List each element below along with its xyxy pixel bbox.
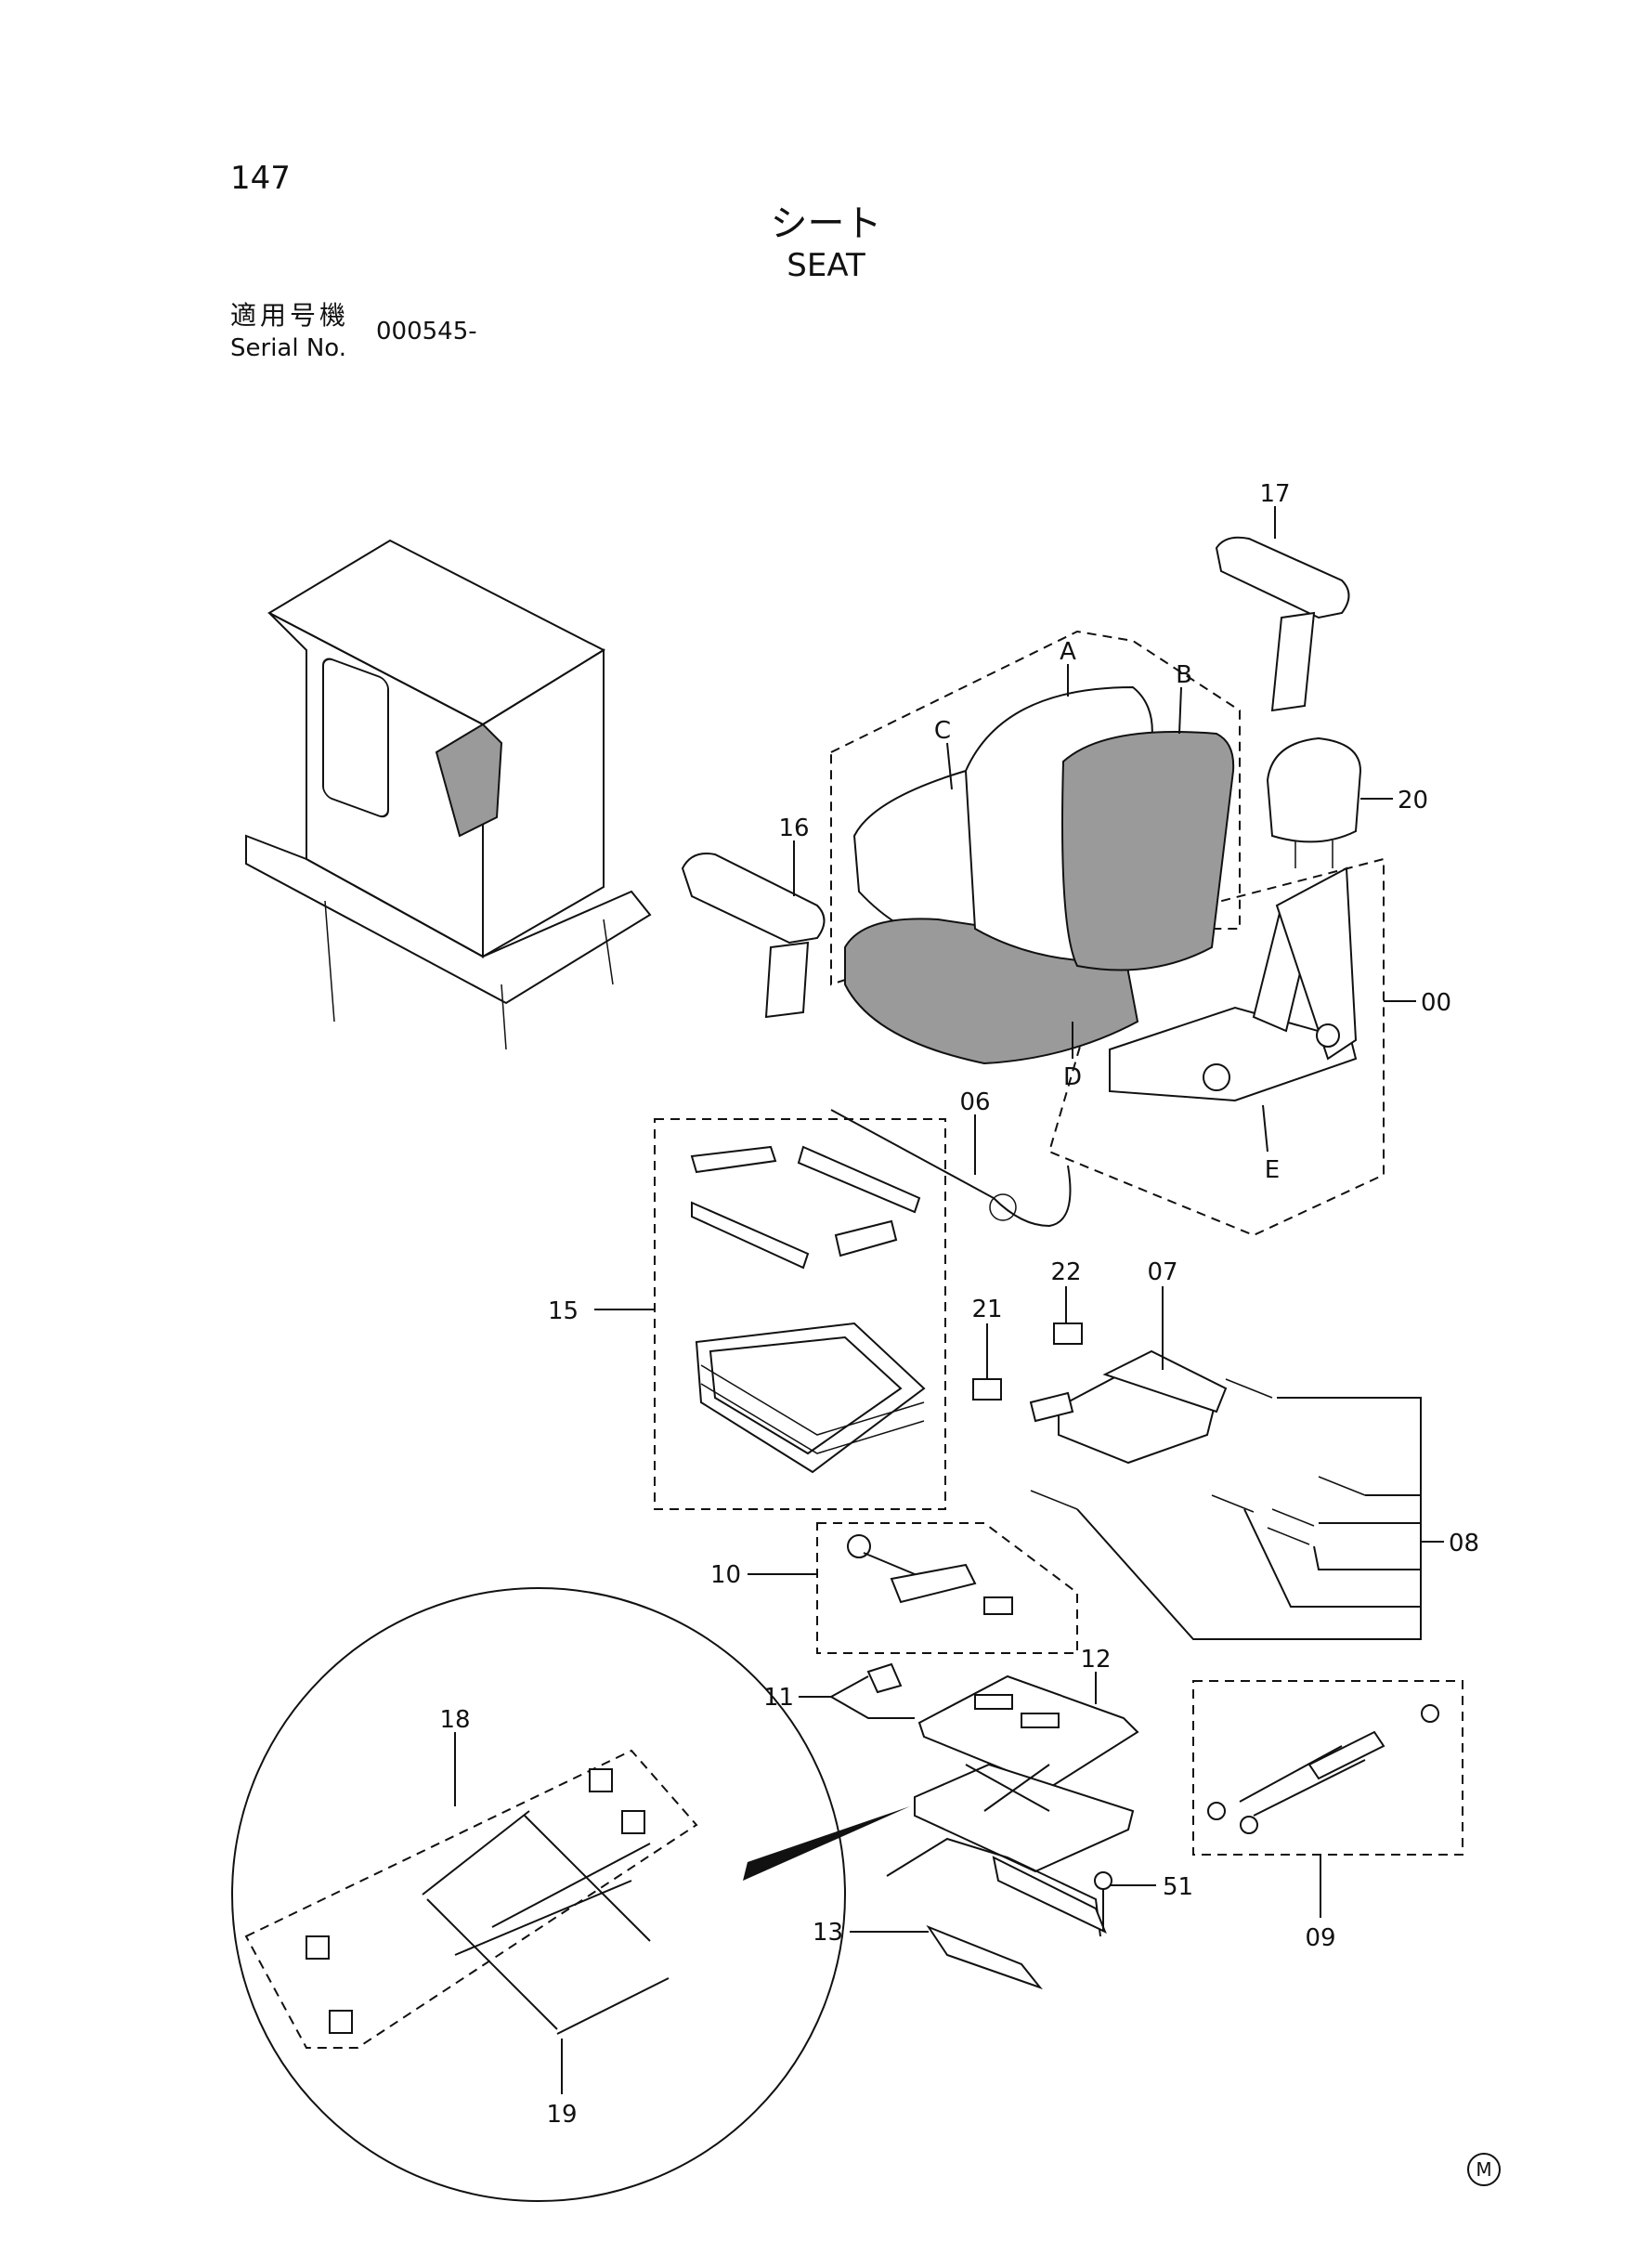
adjuster-parts <box>847 1534 1013 1615</box>
part-11 <box>866 1662 903 1694</box>
callout-51: 51 <box>1163 1873 1193 1901</box>
serial-label-japanese: 適用号機 <box>230 300 350 331</box>
slide-rail-group-15 <box>654 1118 946 1510</box>
callout-07: 07 <box>1147 1258 1177 1286</box>
callout-20: 20 <box>1398 787 1428 814</box>
bracket-07 <box>1029 1349 1228 1465</box>
cab-illustration <box>245 539 652 1050</box>
seat-frame-boundary <box>1047 857 1385 1237</box>
callout-00: 00 <box>1421 989 1451 1017</box>
title-japanese: シート <box>770 202 882 245</box>
handle-13 <box>886 1837 1107 1990</box>
callout-17: 17 <box>1259 480 1290 508</box>
damper <box>1207 1704 1439 1834</box>
headrest-20 <box>1266 736 1362 868</box>
part-21 <box>972 1378 1002 1401</box>
bolt-51 <box>1094 1871 1112 1932</box>
slide-rails <box>690 1145 921 1270</box>
callout-a: A <box>1060 638 1076 666</box>
callout-22: 22 <box>1050 1258 1081 1286</box>
callout-16: 16 <box>778 814 809 842</box>
cable-06 <box>830 1109 1072 1228</box>
callout-18: 18 <box>439 1706 470 1734</box>
callout-08: 08 <box>1449 1530 1479 1557</box>
callout-10: 10 <box>710 1561 741 1589</box>
callout-19: 19 <box>546 2101 577 2129</box>
springs-08 <box>1030 1378 1444 1640</box>
leader-lines <box>454 506 1416 2094</box>
bellows <box>695 1322 926 1474</box>
callout-21: 21 <box>971 1296 1002 1323</box>
footer-mark: M <box>1467 2153 1501 2186</box>
callout-06: 06 <box>959 1088 990 1116</box>
seat-back-panel-b <box>1061 731 1235 971</box>
callout-e: E <box>1265 1156 1280 1184</box>
callout-12: 12 <box>1080 1646 1111 1674</box>
detail-group-18 <box>244 1749 698 2049</box>
detail-pointer <box>743 1806 910 1881</box>
callout-d: D <box>1063 1063 1082 1091</box>
callout-15: 15 <box>548 1297 579 1325</box>
callout-13: 13 <box>813 1919 843 1947</box>
scissor-links-19 <box>306 1768 670 2035</box>
lift-assembly-12 <box>914 1674 1139 1873</box>
serial-label-english: Serial No. <box>230 334 346 362</box>
seat-assembly-boundary <box>830 630 1241 986</box>
part-22 <box>1053 1322 1083 1345</box>
callout-11: 11 <box>763 1684 794 1712</box>
title-english: SEAT <box>787 247 865 284</box>
armrest-17 <box>1215 536 1350 712</box>
armrest-16 <box>681 853 826 1019</box>
page-number: 147 <box>230 160 291 197</box>
callout-09: 09 <box>1305 1924 1335 1952</box>
callout-b: B <box>1176 661 1192 689</box>
detail-circle <box>231 1587 846 2202</box>
callout-c: C <box>934 717 951 745</box>
serial-number-value: 000545- <box>376 318 477 345</box>
seat-frame-e <box>1109 866 1358 1102</box>
damper-group-09 <box>1192 1680 1463 1856</box>
